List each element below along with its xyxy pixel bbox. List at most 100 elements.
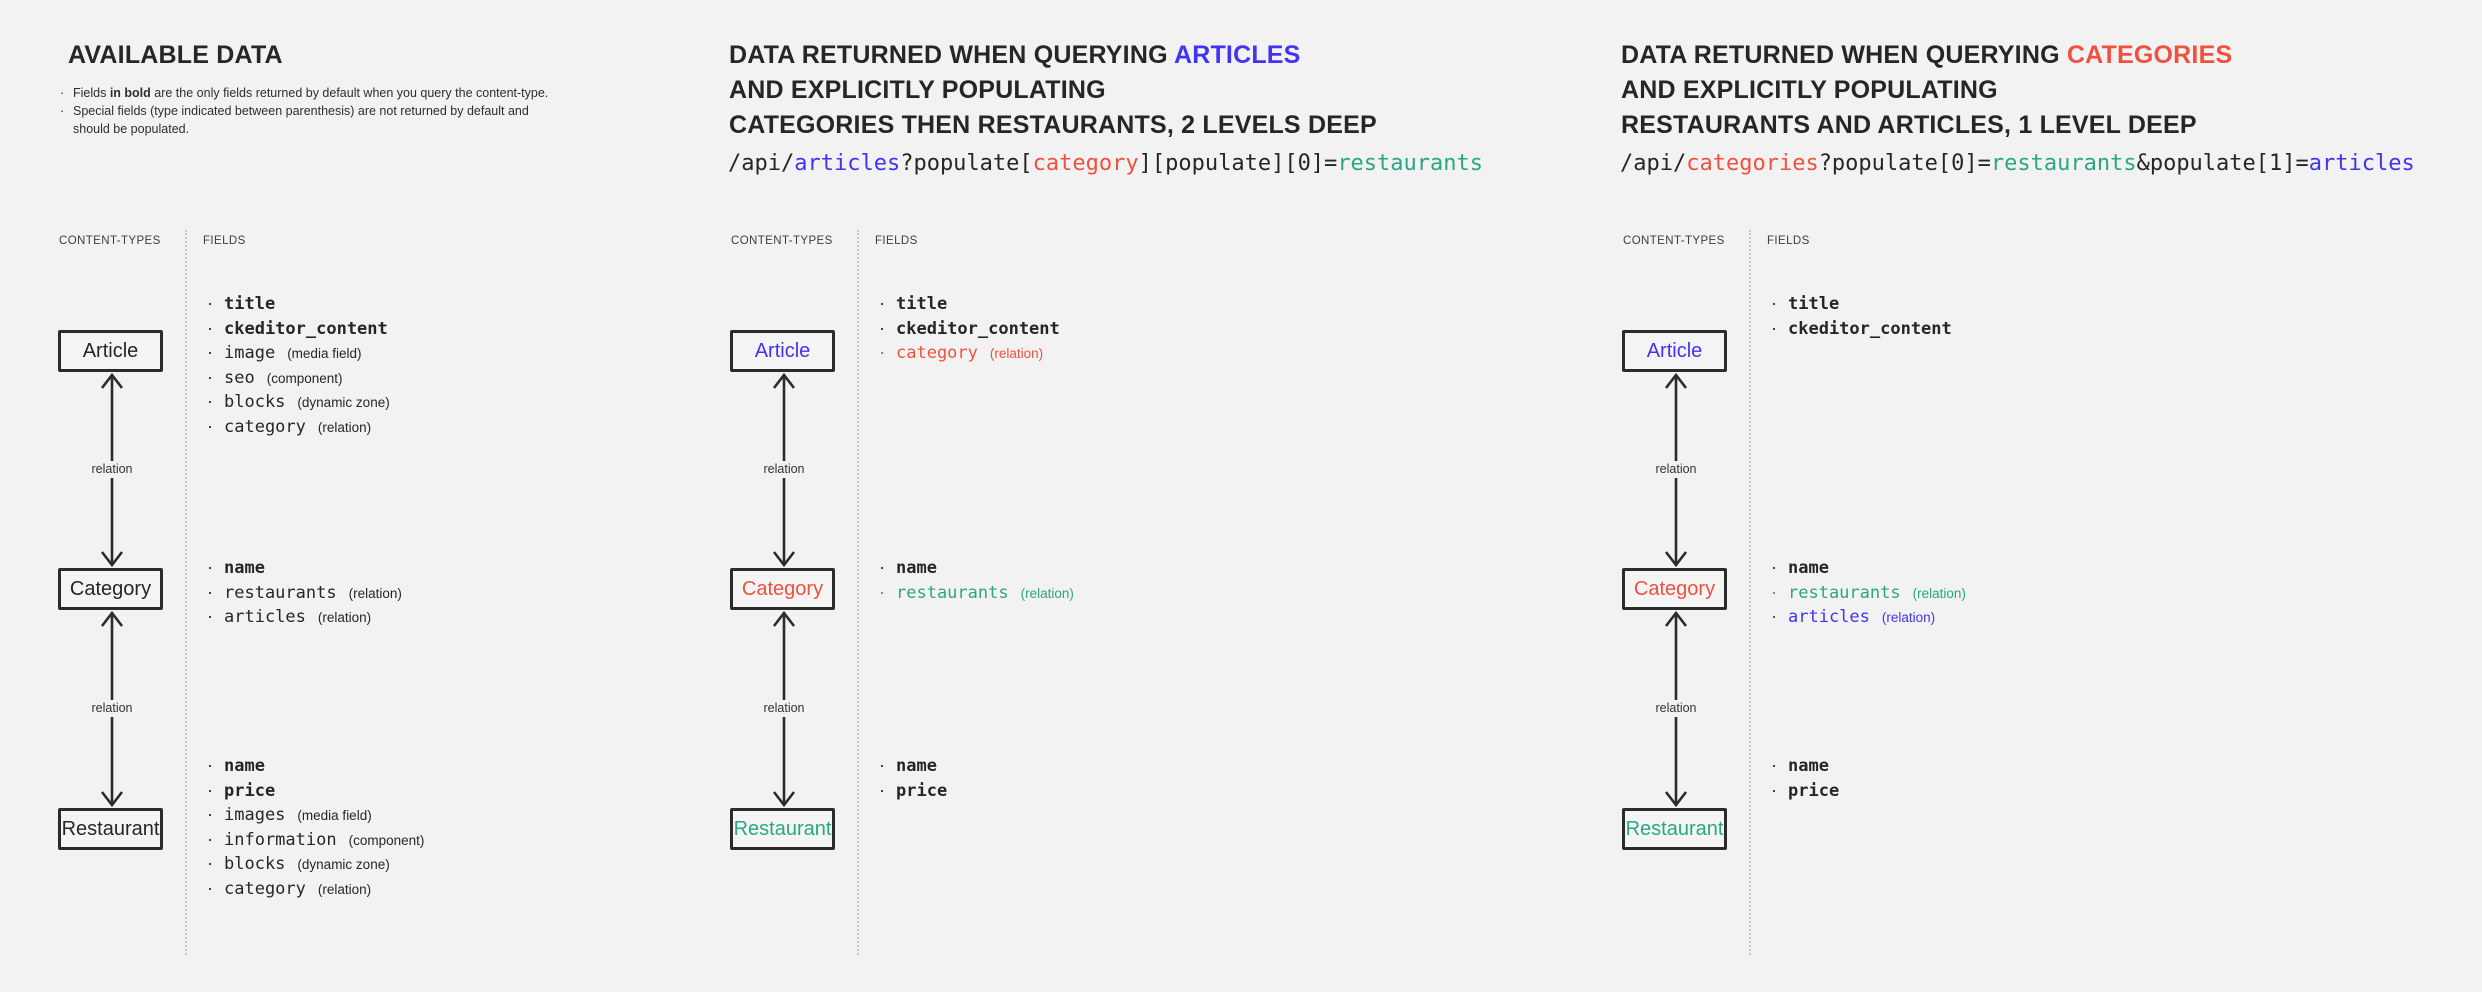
field-type: (dynamic zone) <box>297 857 390 872</box>
fields-list-restaurant: ·name ·price <box>1771 754 1839 803</box>
column-label-fields: FIELDS <box>1767 235 1810 247</box>
fields-list-article: ·title · ckeditor_content <box>1771 292 1952 341</box>
page-title: AVAILABLE DATA <box>68 38 283 73</box>
title-line: DATA RETURNED WHEN QUERYING CATEGORIES <box>1621 38 2232 73</box>
field-item: ·information(component) <box>207 828 424 853</box>
field-item: · restaurants (relation) <box>1771 581 1966 606</box>
dotted-divider <box>1749 230 1751 955</box>
field-type: (dynamic zone) <box>297 395 390 410</box>
title-line: CATEGORIES THEN RESTAURANTS, 2 LEVELS DE… <box>729 111 1377 139</box>
content-type-box-restaurant: Restaurant <box>1622 808 1727 850</box>
field-item: · blocks (dynamic zone) <box>207 390 390 415</box>
field-type: (relation) <box>989 346 1044 361</box>
column-label-content-types: CONTENT-TYPES <box>59 235 161 247</box>
fields-list-category: ·name ·restaurants(relation) ·articles(r… <box>207 556 402 630</box>
fields-list-category: ·name ·restaurants(relation) ·articles(r… <box>1771 556 1966 630</box>
bullet-icon: · <box>207 877 213 898</box>
api-query-code: /api/categories?populate[0]=restaurants&… <box>1620 150 2415 177</box>
field-type: (relation) <box>317 881 372 897</box>
field-name: seo <box>224 367 255 388</box>
notes-list: · Fields in bold are the only fields ret… <box>60 84 580 138</box>
field-item: ·ckeditor_content <box>207 317 390 342</box>
field-type: (relation) <box>1912 585 1966 601</box>
field-name: ckeditor_content <box>1788 318 1952 339</box>
field-name: name <box>224 756 265 776</box>
field-name: title <box>896 294 948 314</box>
fields-list-restaurant: ·name ·price <box>879 754 947 803</box>
column-label-content-types: CONTENT-TYPES <box>1623 235 1725 247</box>
content-type-box-category: Category <box>1622 568 1727 610</box>
bullet-icon: · <box>207 804 213 824</box>
panel-query-articles: DATA RETURNED WHEN QUERYING ARTICLES AND… <box>728 0 1560 992</box>
code-segment: &populate[1]= <box>2136 151 2309 176</box>
bullet-icon: · <box>207 606 213 626</box>
field-item: · restaurants (relation) <box>879 581 1074 606</box>
field-name: blocks <box>224 392 286 412</box>
relation-label: relation <box>1636 700 1716 717</box>
code-segment-categories: categories <box>1686 151 1819 176</box>
field-name: restaurants <box>896 582 1009 603</box>
fields-list-article: ·title ·ckeditor_content ·image(media fi… <box>207 292 390 439</box>
column-label-fields: FIELDS <box>875 235 918 247</box>
field-item: ·price <box>207 779 424 804</box>
relation-label: relation <box>744 461 824 478</box>
bullet-icon: · <box>879 755 885 775</box>
field-name: ckeditor_content <box>896 318 1060 339</box>
field-name: images <box>224 805 286 825</box>
field-name: restaurants <box>1788 582 1901 603</box>
bullet-icon: · <box>207 317 213 338</box>
content-type-box-article: Article <box>730 330 835 372</box>
field-item: ·title <box>207 292 390 317</box>
field-item: ·category(relation) <box>879 341 1060 366</box>
bullet-icon: · <box>1771 581 1777 602</box>
field-name: articles <box>1788 607 1870 627</box>
relation-label: relation <box>1636 461 1716 478</box>
bullet-icon: · <box>207 342 213 362</box>
relation-label: relation <box>72 700 152 717</box>
code-segment-restaurants: restaurants <box>1337 151 1484 176</box>
field-name: name <box>224 558 265 578</box>
bullet-icon: · <box>1771 557 1777 577</box>
bullet-icon: · <box>207 366 213 387</box>
field-name: information <box>224 829 337 850</box>
code-segment: ][populate][0]= <box>1138 151 1338 176</box>
code-segment: ?populate[0]= <box>1818 151 1991 176</box>
title-accent-articles: ARTICLES <box>1173 41 1301 69</box>
panel-available-data: AVAILABLE DATA · Fields in bold are the … <box>58 0 658 992</box>
field-name: restaurants <box>224 582 337 603</box>
field-item: ·title <box>1771 292 1952 317</box>
api-query-code: /api/articles?populate[category][populat… <box>728 150 1483 177</box>
field-name: price <box>896 780 948 801</box>
field-type: (relation) <box>1020 585 1074 601</box>
fields-list-category: ·name ·restaurants(relation) <box>879 556 1074 605</box>
bullet-icon: · <box>207 293 213 313</box>
field-name: category <box>224 878 306 899</box>
bullet-icon: · <box>879 581 885 602</box>
field-item: ·name <box>1771 754 1839 779</box>
field-item: · articles (relation) <box>207 605 402 630</box>
field-name: articles <box>224 607 306 627</box>
field-item: · title <box>879 292 1060 317</box>
field-item: ·image(media field) <box>207 341 390 366</box>
fields-list-restaurant: ·name ·price ·images(media field) ·infor… <box>207 754 424 901</box>
fields-list-article: · title · ckeditor_content ·category(relat… <box>879 292 1060 366</box>
field-item: ·images(media field) <box>207 803 424 828</box>
note-item: · Special fields (type indicated between… <box>60 102 580 138</box>
bullet-icon: · <box>1771 317 1777 338</box>
content-type-box-restaurant: Restaurant <box>58 808 163 850</box>
panel-title: DATA RETURNED WHEN QUERYING CATEGORIES A… <box>1621 38 2232 143</box>
field-item: ·articles(relation) <box>1771 605 1966 630</box>
panel-query-categories: DATA RETURNED WHEN QUERYING CATEGORIES A… <box>1620 0 2472 992</box>
bullet-icon: · <box>207 391 213 411</box>
bullet-icon: · <box>879 293 885 313</box>
field-type: (media field) <box>287 346 362 361</box>
field-type: (relation) <box>317 610 372 625</box>
code-segment: /api/ <box>728 151 795 176</box>
field-name: name <box>896 756 937 776</box>
bullet-icon: · <box>879 557 885 577</box>
field-type: (relation) <box>1881 610 1936 625</box>
bullet-icon: · <box>879 317 885 338</box>
note-text-part: Fields <box>73 86 110 100</box>
panel-title: DATA RETURNED WHEN QUERYING ARTICLES AND… <box>729 38 1377 143</box>
